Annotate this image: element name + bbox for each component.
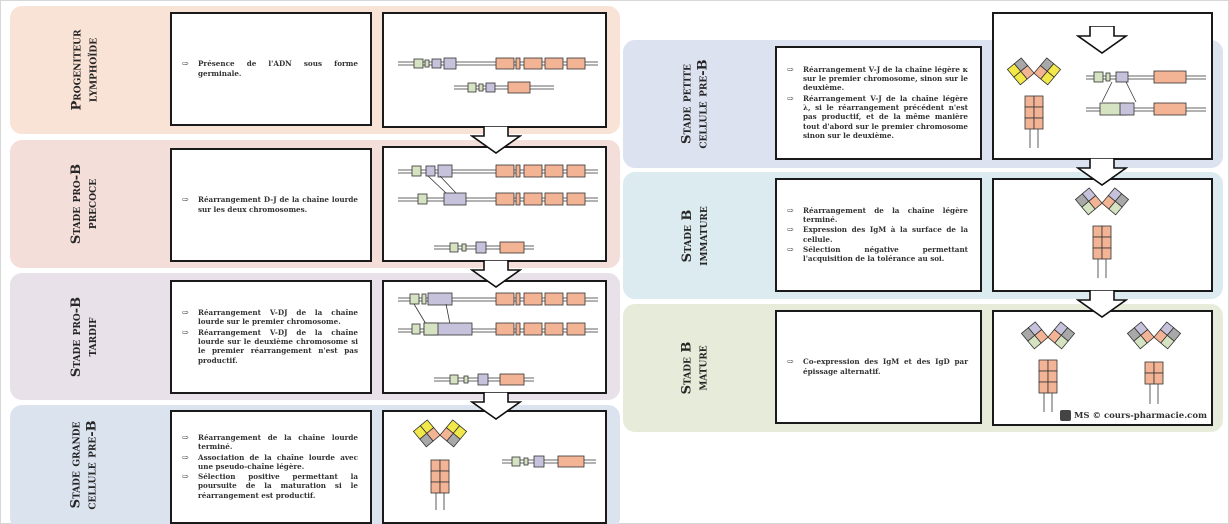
bullet: Sélection négative permettant l'acquisit…	[787, 245, 968, 264]
bullet: Réarrangement D-J de la chaîne lourde su…	[182, 195, 358, 214]
stage-description-progeniteur: Présence de l'ADN sous forme germinale.	[170, 12, 372, 126]
bullet: Sélection positive permettant la poursui…	[182, 472, 358, 500]
stage-description-b-immature: Réarrangement de la chaîne légère termin…	[775, 178, 982, 292]
stage-description-pro-b-tardif: Réarrangement V-DJ de la chaîne lourde s…	[170, 280, 372, 394]
bullet: Réarrangement V-DJ de la chaîne lourde s…	[182, 328, 358, 365]
stage-description-petite-pre-b: Réarrangement V-J de la chaîne légère κ …	[775, 46, 982, 160]
bullet: Réarrangement V-DJ de la chaîne lourde s…	[182, 308, 358, 327]
diagram-pre-bcr	[382, 410, 607, 524]
bullet: Co-expression des IgM et des IgD par épi…	[787, 357, 968, 376]
bullet: Association de la chaîne lourde avec une…	[182, 453, 358, 472]
diagram-igm	[992, 178, 1213, 292]
down-arrow-icon	[470, 126, 522, 154]
watermark-logo-icon	[1059, 410, 1071, 421]
bullet: Réarrangement de la chaîne lourde termin…	[182, 433, 358, 452]
down-arrow-icon	[1076, 290, 1128, 318]
stage-description-b-mature: Co-expression des IgM et des IgD par épi…	[775, 310, 982, 424]
bullet: Présence de l'ADN sous forme germinale.	[182, 59, 358, 78]
diagram-igm-igd: MS © cours-pharmacie.com	[992, 310, 1213, 426]
bullet: Expression des IgM à la surface de la ce…	[787, 225, 968, 244]
stage-description-grande-pre-b: Réarrangement de la chaîne lourde termin…	[170, 410, 372, 524]
bullet: Réarrangement V-J de la chaîne légère κ …	[787, 65, 968, 93]
down-arrow-icon	[1076, 158, 1128, 186]
diagram-germline-dna	[382, 12, 607, 128]
diagram-dj-rearrangement	[382, 146, 607, 262]
down-arrow-icon	[470, 260, 522, 288]
bullet: Réarrangement de la chaîne légère termin…	[787, 206, 968, 225]
diagram-vdj-rearrangement	[382, 280, 607, 394]
bullet: Réarrangement V-J de la chaîne légère λ,…	[787, 94, 968, 140]
watermark: MS © cours-pharmacie.com	[1059, 410, 1207, 421]
down-arrow-icon	[470, 392, 522, 420]
down-arrow-icon	[1076, 26, 1128, 54]
stage-description-pro-b-precoce: Réarrangement D-J de la chaîne lourde su…	[170, 148, 372, 262]
